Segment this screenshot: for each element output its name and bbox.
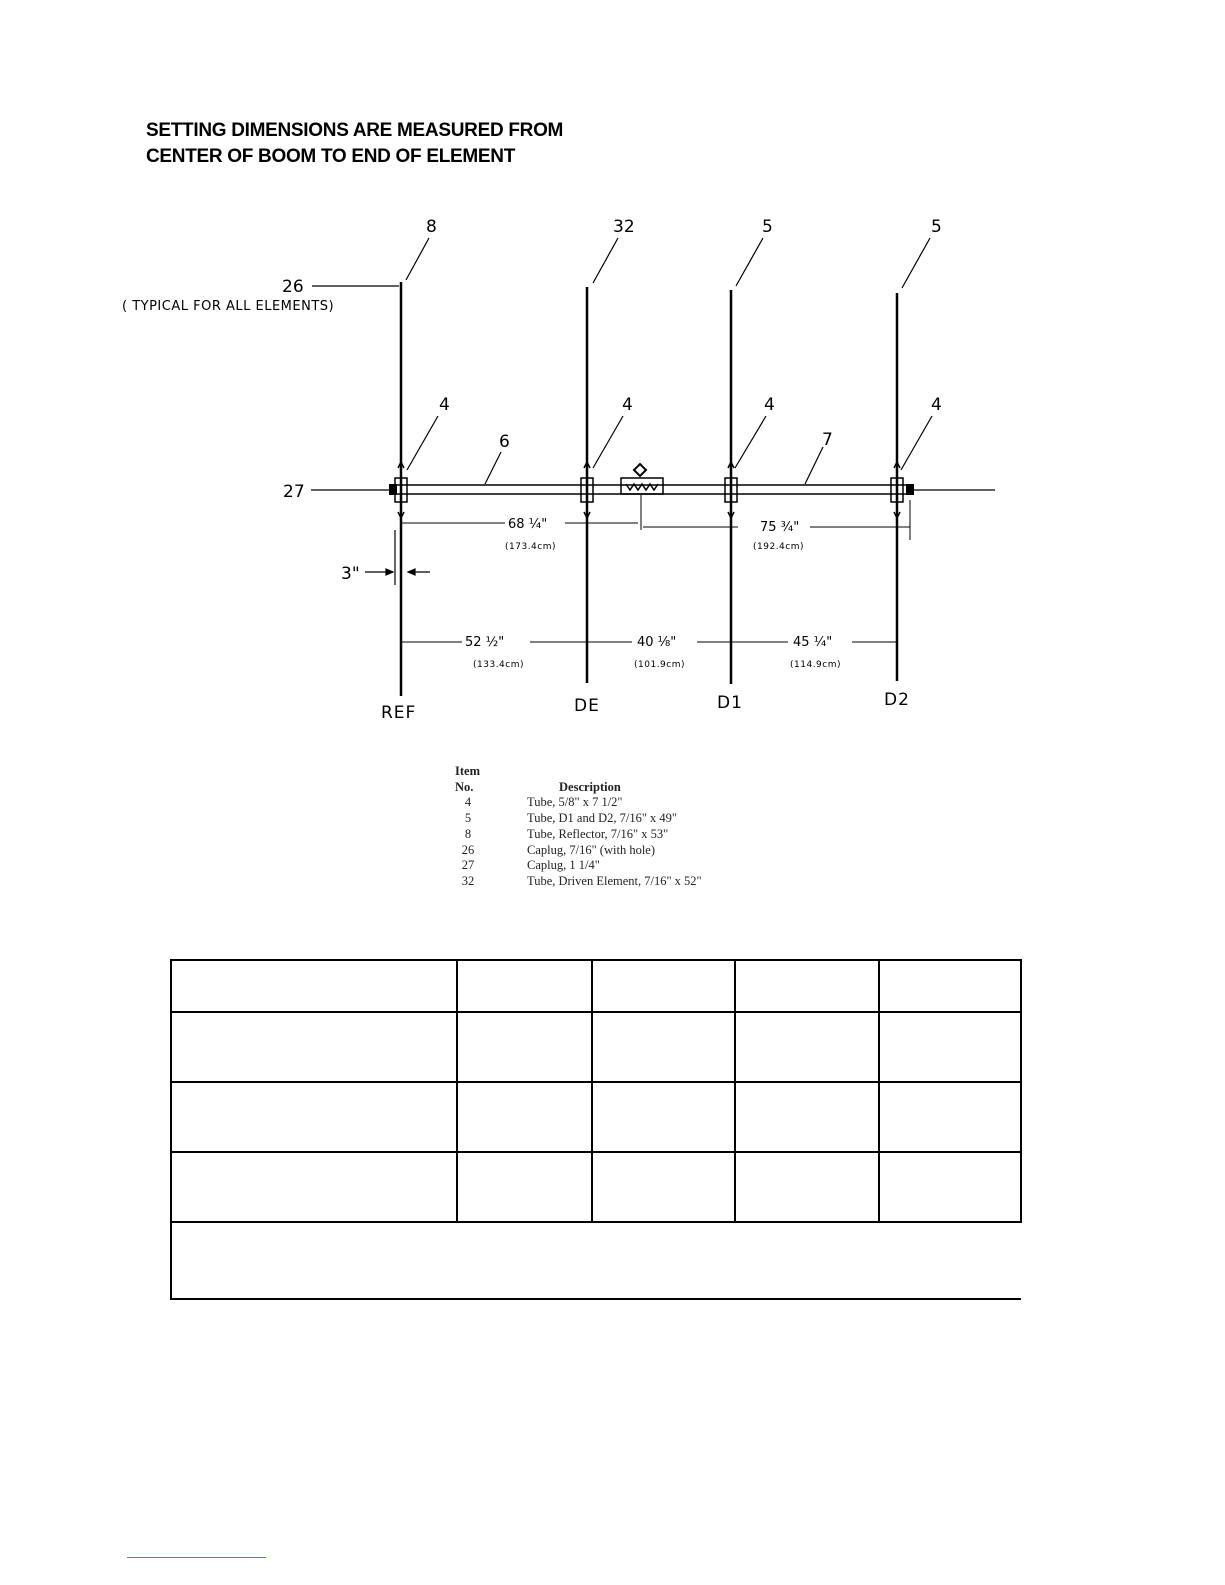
table-cell	[591, 1011, 736, 1083]
part-no: 5	[464, 811, 472, 826]
table-row	[170, 959, 1022, 1013]
part-no: 27	[461, 858, 475, 873]
dim-ref-de-cm: (133.4cm)	[473, 660, 524, 670]
three-inch-detail	[365, 530, 430, 585]
table-cell	[878, 1081, 1022, 1153]
callout-4-d2: 4	[931, 395, 942, 415]
part-no: 4	[464, 795, 472, 810]
table-cell	[456, 1151, 593, 1223]
part-desc: Tube, Reflector, 7/16" x 53"	[527, 826, 669, 841]
table-row	[170, 1151, 1022, 1223]
table-cell	[591, 1151, 736, 1223]
part-no: 32	[461, 873, 475, 888]
part-desc: Tube, 5/8" x 7 1/2"	[527, 795, 623, 810]
leader-lines	[311, 237, 933, 491]
element-clamp-d2	[890, 460, 904, 520]
part-desc: Caplug, 7/16" (with hole)	[527, 842, 656, 857]
element-clamp-ref	[394, 460, 408, 520]
dim-de-d1-cm: (101.9cm)	[634, 660, 685, 670]
parts-header-no: No.	[455, 779, 474, 794]
parts-row: 4 Tube, 5/8" x 7 1/2"	[455, 795, 702, 811]
element-label-de: DE	[574, 696, 600, 716]
dim-d1-d2: 45 ¼"	[793, 635, 832, 650]
boom-dimension-lines	[401, 500, 911, 540]
dim-ref-de: 52 ½"	[465, 635, 504, 650]
part-no: 26	[461, 842, 475, 857]
table-cell	[734, 959, 880, 1013]
table-cell	[170, 959, 458, 1013]
dim-boom-right: 75 ¾"	[760, 520, 799, 535]
table-cell	[591, 1081, 736, 1153]
table-cell	[734, 1011, 880, 1083]
parts-header-item: Item	[455, 764, 480, 778]
dim-boom-right-cm: (192.4cm)	[753, 542, 804, 552]
part-no: 8	[464, 826, 472, 841]
callout-typical-note: ( TYPICAL FOR ALL ELEMENTS)	[122, 299, 334, 314]
part-desc: Tube, D1 and D2, 7/16" x 49"	[527, 811, 678, 826]
table-row	[170, 1081, 1022, 1153]
callout-5-d1: 5	[762, 217, 773, 237]
table-cell	[878, 1151, 1022, 1223]
element-label-d2: D2	[884, 690, 910, 710]
dim-boom-left: 68 ¼"	[508, 517, 547, 532]
heading-line-2: CENTER OF BOOM TO END OF ELEMENT	[146, 146, 515, 167]
callout-27: 27	[283, 482, 305, 502]
heading-line-1: SETTING DIMENSIONS ARE MEASURED FROM	[146, 120, 564, 141]
dim-de-d1: 40 ⅛"	[637, 635, 676, 650]
table-cell	[456, 1081, 593, 1153]
parts-header-row: No. Description	[455, 780, 702, 796]
table-cell	[734, 1151, 880, 1223]
callout-4-d1: 4	[764, 395, 775, 415]
footnote-rule	[127, 1557, 266, 1558]
parts-row: 8 Tube, Reflector, 7/16" x 53"	[455, 827, 702, 843]
callout-4-de: 4	[622, 395, 633, 415]
callout-26: 26	[282, 277, 304, 297]
table-cell-wide	[170, 1221, 1021, 1300]
dim-boom-left-cm: (173.4cm)	[505, 542, 556, 552]
parts-row: 5 Tube, D1 and D2, 7/16" x 49"	[455, 811, 702, 827]
part-desc: Tube, Driven Element, 7/16" x 52"	[527, 873, 702, 888]
parts-header-description: Description	[559, 779, 621, 794]
element-label-d1: D1	[717, 693, 743, 713]
element-clamp-d1	[724, 460, 738, 520]
table-cell	[170, 1011, 458, 1083]
diagram-heading: SETTING DIMENSIONS ARE MEASURED FROM CEN…	[146, 118, 563, 170]
parts-row: 32 Tube, Driven Element, 7/16" x 52"	[455, 874, 702, 890]
table-cell	[734, 1081, 880, 1153]
table-cell	[591, 959, 736, 1013]
parts-row: 26 Caplug, 7/16" (with hole)	[455, 843, 702, 859]
table-row	[170, 1221, 1021, 1300]
callout-8: 8	[426, 217, 437, 237]
table-cell	[878, 959, 1022, 1013]
parts-list: Item No. Description 4 Tube, 5/8" x 7 1/2…	[455, 764, 702, 890]
table-cell	[878, 1011, 1022, 1083]
table-cell	[456, 959, 593, 1013]
callout-7: 7	[822, 430, 833, 450]
element-clamp-de	[580, 460, 594, 520]
callout-5-d2: 5	[931, 217, 942, 237]
callout-4-ref: 4	[439, 395, 450, 415]
callout-32: 32	[613, 217, 635, 237]
callout-3-inch: 3"	[341, 564, 360, 584]
boom-mast-bracket	[620, 462, 664, 530]
table-cell	[456, 1011, 593, 1083]
specification-table	[170, 959, 1022, 1300]
antenna-assembly-diagram: 8 32 5 5 26 ( TYPICAL FOR ALL ELEMENTS) …	[122, 217, 995, 723]
table-cell	[170, 1151, 458, 1223]
element-label-ref: REF	[381, 703, 416, 723]
callout-6: 6	[499, 432, 510, 452]
table-cell	[170, 1081, 458, 1153]
parts-row: 27 Caplug, 1 1/4"	[455, 858, 702, 874]
table-row	[170, 1011, 1022, 1083]
part-desc: Caplug, 1 1/4"	[527, 858, 600, 873]
dim-d1-d2-cm: (114.9cm)	[790, 660, 841, 670]
